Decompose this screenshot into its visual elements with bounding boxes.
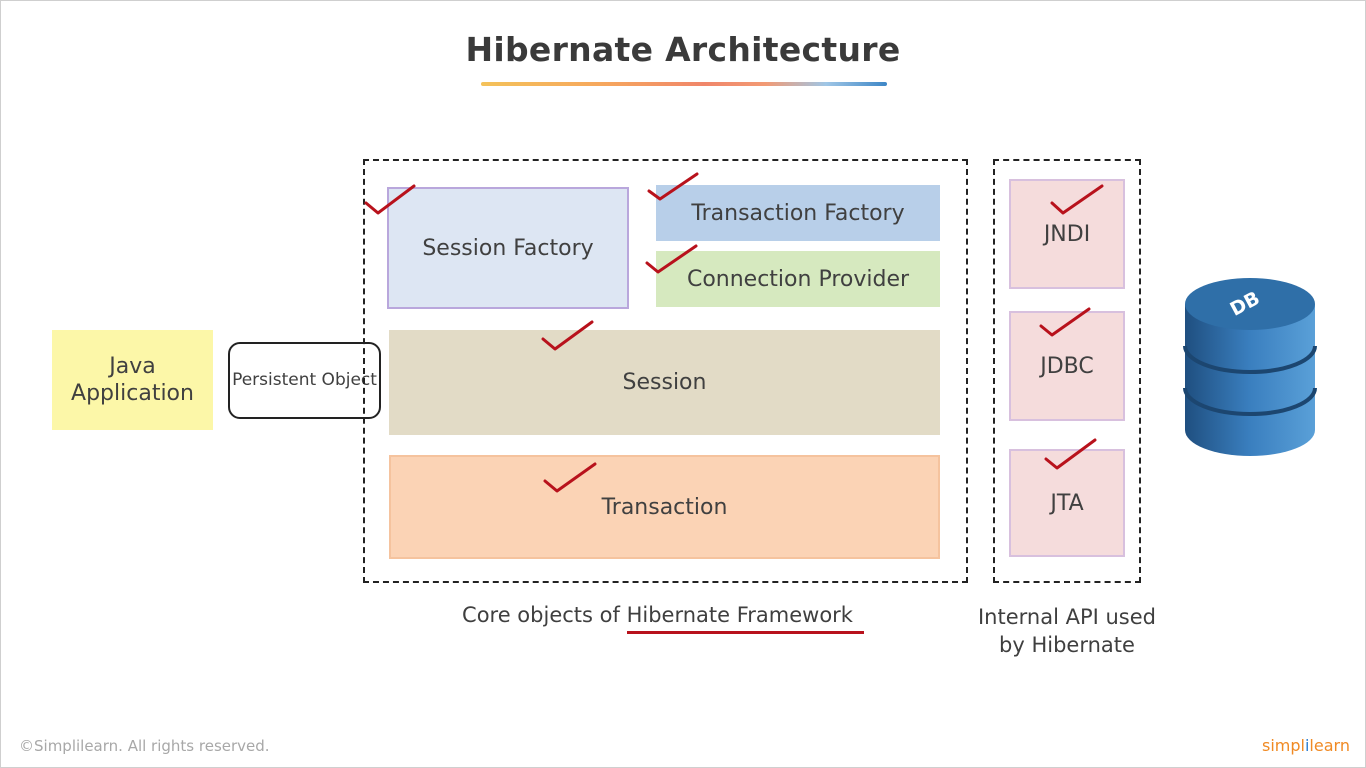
slide-title: Hibernate Architecture	[465, 30, 901, 69]
jta-box: JTA	[1009, 449, 1125, 557]
jdbc-box: JDBC	[1009, 311, 1125, 421]
session-factory-box: Session Factory	[387, 187, 629, 309]
simplilearn-logo: simplilearn	[1262, 736, 1350, 755]
connection-provider-box: Connection Provider	[656, 251, 940, 307]
title-underline	[481, 82, 887, 86]
internal-api-caption: Internal API used by Hibernate	[977, 605, 1156, 657]
annotation-underline	[627, 631, 864, 634]
core-objects-caption: Core objects of Hibernate Framework	[420, 603, 895, 627]
persistent-object-box: Persistent Object	[228, 342, 381, 419]
internal-api-container	[993, 159, 1141, 583]
database-icon: DB	[1183, 278, 1317, 456]
transaction-box: Transaction	[389, 455, 940, 559]
copyright-footer: ©Simplilearn. All rights reserved.	[19, 737, 270, 755]
jndi-box: JNDI	[1009, 179, 1125, 289]
core-objects-container	[363, 159, 968, 583]
session-box: Session	[389, 330, 940, 435]
core-caption-prefix: Core objects of	[462, 603, 627, 627]
transaction-factory-box: Transaction Factory	[656, 185, 940, 241]
java-application-box: Java Application	[52, 330, 213, 430]
core-caption-highlight: Hibernate Framework	[626, 603, 853, 627]
